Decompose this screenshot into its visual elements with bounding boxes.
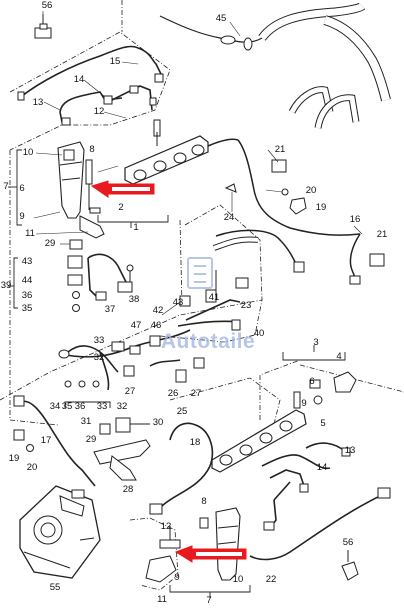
callout-36-low: 36 — [74, 401, 86, 412]
callout-31: 31 — [80, 416, 92, 427]
return-lines — [58, 329, 205, 391]
callout-10-low: 10 — [232, 574, 244, 585]
callout-8-low: 8 — [201, 496, 207, 507]
callout-4: 4 — [336, 351, 342, 362]
callout-32: 32 — [93, 352, 105, 363]
right-sensors-upper — [224, 159, 385, 267]
callout-28: 28 — [122, 484, 134, 495]
callout-10: 10 — [22, 147, 34, 158]
callout-21: 21 — [274, 144, 286, 155]
callout-5: 5 — [320, 418, 326, 429]
highlight-arrow-upper — [90, 180, 155, 198]
callout-14: 14 — [73, 74, 85, 85]
part-28-bracket — [93, 417, 151, 481]
callout-19-low: 19 — [8, 453, 20, 464]
callout-55: 55 — [49, 582, 61, 593]
callout-56: 56 — [41, 0, 53, 11]
callout-27-mid: 27 — [190, 388, 202, 399]
lower-fuel-rail — [211, 371, 357, 473]
callout-40: 40 — [253, 328, 265, 339]
callout-20-low: 20 — [26, 462, 38, 473]
pump-feed-line — [13, 395, 96, 487]
callout-7: 7 — [3, 181, 9, 192]
callout-11-low: 11 — [157, 594, 167, 605]
highlight-arrow-lower — [174, 545, 247, 563]
callout-19: 19 — [315, 202, 327, 213]
callout-8: 8 — [89, 144, 95, 155]
callout-16: 16 — [349, 214, 361, 225]
callout-38: 38 — [128, 294, 140, 305]
watermark-text: Autotaile — [160, 330, 256, 353]
callout-9: 9 — [19, 211, 25, 222]
callout-23: 23 — [240, 300, 252, 311]
callout-24: 24 — [223, 212, 235, 223]
callout-56-low: 56 — [342, 537, 354, 548]
callout-33: 33 — [93, 335, 105, 346]
callout-1: 1 — [133, 222, 139, 233]
callout-6-low: 6 — [309, 376, 315, 387]
upper-fuel-lines — [17, 45, 164, 126]
callout-15: 15 — [109, 56, 121, 67]
line-22 — [249, 487, 391, 561]
callout-14-low: 14 — [316, 462, 328, 473]
callout-7-low: 7 — [206, 595, 212, 606]
group-brackets — [8, 149, 346, 598]
part-55-pump — [19, 485, 101, 579]
callout-30: 30 — [152, 417, 164, 428]
callout-43-mid: 43 — [172, 297, 184, 308]
callout-17: 17 — [40, 435, 52, 446]
callout-9-bottom: 9 — [174, 572, 180, 583]
part-56-bracket-lower — [341, 550, 359, 581]
callout-34: 34 — [49, 401, 61, 412]
upper-fuel-rail — [124, 119, 239, 185]
callout-21-right: 21 — [376, 229, 388, 240]
callout-45: 45 — [215, 13, 227, 24]
callout-2: 2 — [118, 202, 124, 213]
lower-injector — [145, 507, 241, 583]
callout-41: 41 — [208, 292, 220, 303]
callout-13: 13 — [32, 97, 44, 108]
callout-35: 35 — [21, 303, 33, 314]
callout-33-low: 33 — [96, 401, 108, 412]
watermark-logo — [187, 257, 213, 289]
callout-12: 12 — [93, 106, 105, 117]
line-18 — [149, 422, 214, 515]
callout-27: 27 — [124, 386, 136, 397]
callout-3: 3 — [313, 337, 319, 348]
callout-9-low: 9 — [301, 398, 307, 409]
callout-46: 46 — [150, 320, 162, 331]
leader-lines — [33, 11, 363, 316]
callout-36: 36 — [21, 290, 33, 301]
pressure-lines-middle — [177, 236, 259, 331]
callout-25: 25 — [176, 406, 188, 417]
callout-6: 6 — [19, 183, 25, 194]
callout-18: 18 — [189, 437, 201, 448]
callout-29-low: 29 — [85, 434, 97, 445]
callout-37: 37 — [104, 304, 116, 315]
part-45-hose — [159, 2, 391, 129]
upper-injector — [57, 141, 105, 239]
callout-43: 43 — [21, 256, 33, 267]
lower-fuel-lines — [261, 442, 351, 531]
callout-39: 39 — [0, 280, 12, 291]
callout-22: 22 — [265, 574, 277, 585]
callout-42: 42 — [152, 305, 164, 316]
callout-32-low: 32 — [116, 401, 128, 412]
callout-12-low: 12 — [160, 521, 172, 532]
callout-35-low: 35 — [61, 401, 73, 412]
callout-44: 44 — [21, 275, 33, 286]
callout-29: 29 — [44, 238, 56, 249]
callout-13-low: 13 — [344, 445, 356, 456]
callout-47: 47 — [130, 320, 142, 331]
callout-20: 20 — [305, 185, 317, 196]
callout-11: 11 — [25, 228, 35, 239]
left-small-parts — [67, 239, 134, 312]
callout-26: 26 — [167, 388, 179, 399]
feed-line-16 — [215, 139, 361, 285]
